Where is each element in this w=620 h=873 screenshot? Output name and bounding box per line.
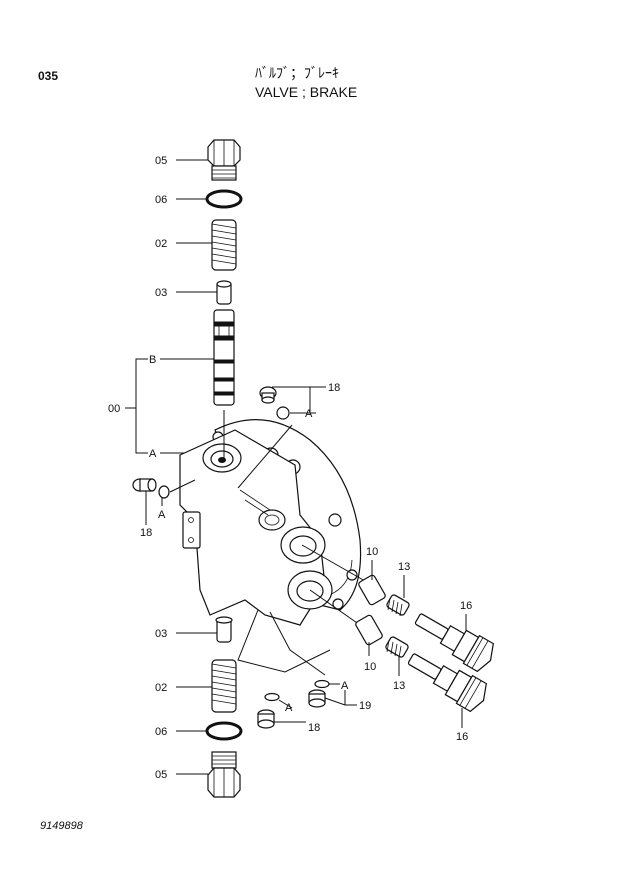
label-05-bottom: 05 [155,769,167,781]
o-ring-a-left [158,485,170,499]
o-ring-a-upper [276,406,290,420]
spool-b [213,309,235,406]
plug-18-lower [257,709,275,729]
title-english: VALVE ; BRAKE [255,84,357,100]
valve-body [179,419,362,626]
label-03-top: 03 [155,287,167,299]
label-02-top: 02 [155,238,167,250]
label-a-left-ring: A [158,509,166,521]
o-ring-06-bottom [205,721,243,741]
leader-19 [324,697,357,706]
label-a-lower-left: A [285,702,293,714]
valve-16-lower [407,653,487,713]
drawing-number: 9149898 [40,820,84,832]
o-ring-a-lower-right [314,679,330,689]
spring-02-top [211,219,237,271]
plug-05-top [207,139,241,181]
label-a-lower-right: A [341,680,349,692]
leader-a-left-to-body [169,479,196,493]
label-a-upper: A [305,408,313,420]
seat-10-lower [355,614,383,646]
plug-18-upper [259,386,277,404]
label-18-left: 18 [140,527,152,539]
label-18-upper: 18 [328,382,340,394]
leader-a-upper-to-body [237,424,293,489]
spring-02-bottom [211,659,237,713]
plug-19 [308,689,326,708]
seat-10-upper [358,574,386,606]
leader-lower-body-a [237,609,331,673]
label-10-upper: 10 [366,546,378,558]
title-japanese: ﾊﾞﾙﾌﾞ；ﾌﾞﾚｰｷ [255,65,339,82]
label-16-lower: 16 [456,731,468,743]
label-02-bottom: 02 [155,682,167,694]
label-18-lower: 18 [308,722,320,734]
label-06-bottom: 06 [155,726,167,738]
label-b: B [149,354,156,366]
spring-13-lower [385,636,409,659]
spring-13-upper [386,594,410,617]
label-19: 19 [359,700,371,712]
leader-lower-body-b [269,611,326,676]
label-06-top: 06 [155,194,167,206]
leader-a-lower-left [278,699,293,709]
axis-lower-port [309,589,361,626]
valve-16-upper [414,613,494,673]
label-13-lower: 13 [393,680,405,692]
page-number: 035 [38,69,58,83]
pin-03-bottom [215,616,233,643]
bracket-00 [135,358,148,454]
label-10-lower: 10 [364,661,376,673]
plug-05-bottom [207,751,241,798]
label-16-upper: 16 [460,600,472,612]
label-00: 00 [108,403,120,415]
axis-upper-port [301,544,373,586]
o-ring-a-lower-left [264,692,280,702]
label-03-bottom: 03 [155,628,167,640]
plug-18-left [132,478,157,492]
pin-03-top [216,280,232,305]
o-ring-06-top [205,189,243,209]
label-05-top: 05 [155,155,167,167]
label-a-left: A [149,448,157,460]
label-13-upper: 13 [398,561,410,573]
